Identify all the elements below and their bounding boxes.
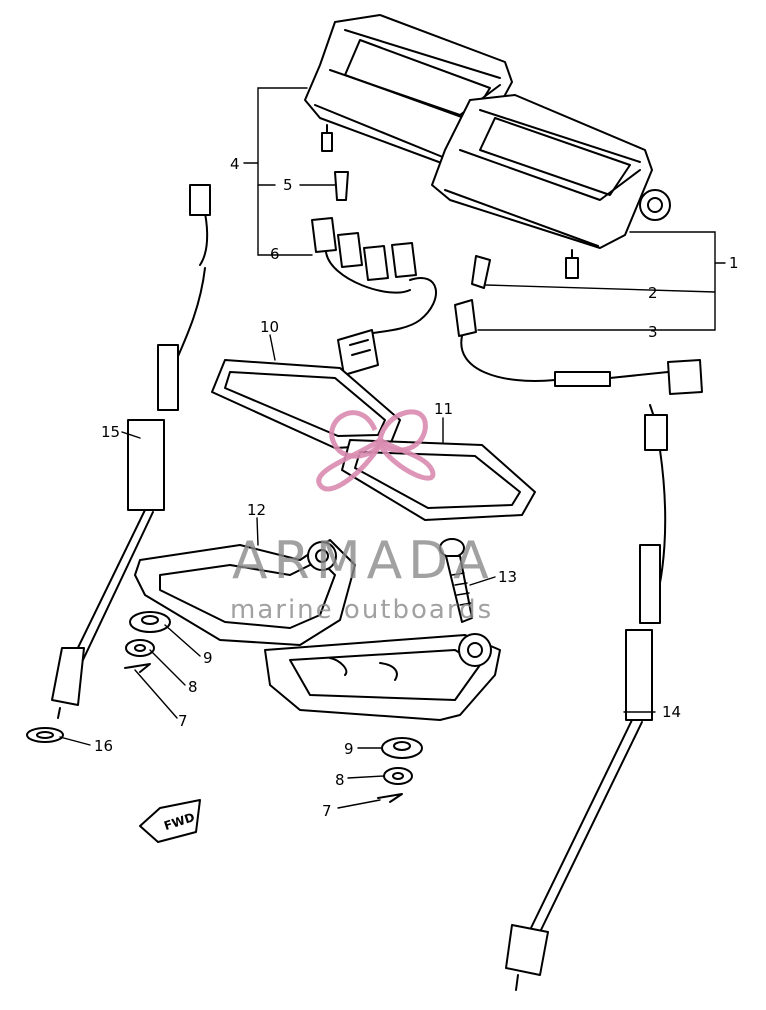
bulb-part-5 xyxy=(334,171,349,201)
callout-16: 16 xyxy=(94,737,113,755)
callout-8-lower: 8 xyxy=(335,771,345,789)
gasket-part-10 xyxy=(211,359,401,449)
watermark-tagline: marine outboards xyxy=(230,595,493,625)
lower-fastener-group xyxy=(377,737,423,803)
callout-3: 3 xyxy=(648,323,658,341)
left-fastener-group xyxy=(124,611,171,673)
callout-12: 12 xyxy=(247,501,266,519)
callout-10: 10 xyxy=(260,318,279,336)
callout-1: 1 xyxy=(729,254,739,272)
leader-lines xyxy=(59,87,726,809)
cable-part-15 xyxy=(51,184,211,719)
watermark: ARMADA marine outboards xyxy=(230,409,495,625)
callout-8-left: 8 xyxy=(188,678,198,696)
watermark-brand: ARMADA xyxy=(232,531,495,591)
callout-7-lower: 7 xyxy=(322,802,332,820)
callout-13: 13 xyxy=(498,568,517,586)
callout-5: 5 xyxy=(283,176,293,194)
right-gauge-housing xyxy=(431,94,671,279)
callout-4: 4 xyxy=(230,155,240,173)
socket-lead-part-3 xyxy=(454,299,703,395)
watermark-logo xyxy=(316,409,436,492)
washer-part-16 xyxy=(26,727,64,743)
bulb-part-2 xyxy=(471,255,491,289)
callout-labels: 1 2 3 4 5 6 7 7 8 8 9 9 10 11 12 13 14 1… xyxy=(94,155,739,820)
callout-6: 6 xyxy=(270,245,280,263)
forward-direction-arrow: FWD xyxy=(139,799,201,843)
callout-2: 2 xyxy=(648,284,658,302)
callout-7-left: 7 xyxy=(178,712,188,730)
callout-11: 11 xyxy=(434,400,453,418)
callout-9-left: 9 xyxy=(203,649,213,667)
callout-15: 15 xyxy=(101,423,120,441)
bracket-part-12 xyxy=(134,539,501,721)
callout-9-lower: 9 xyxy=(344,740,354,758)
bulb-socket-group-part-6 xyxy=(311,217,437,376)
callout-14: 14 xyxy=(662,703,681,721)
bolt-part-13 xyxy=(439,538,473,623)
cable-part-14 xyxy=(505,404,668,991)
